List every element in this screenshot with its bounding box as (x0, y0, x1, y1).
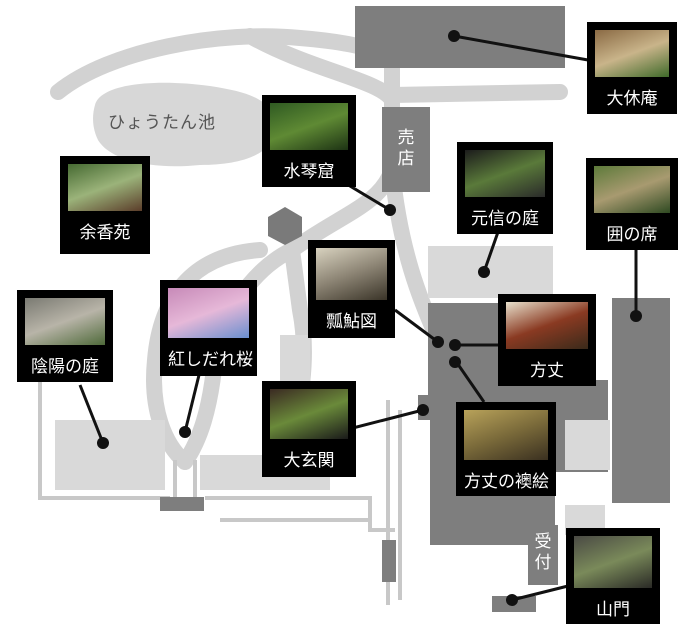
dot-daikyuan (448, 30, 460, 42)
hexagon-marker (268, 207, 302, 245)
photo-sanmon (574, 536, 652, 588)
dot-fusumae (449, 356, 461, 368)
card-kakoinoseki[interactable]: 囲の席 (586, 158, 678, 250)
dot-hyonenzu (432, 336, 444, 348)
card-suikinkutsu[interactable]: 水琴窟 (262, 95, 356, 187)
pond (93, 82, 276, 167)
label-daigenkan: 大玄関 (283, 451, 335, 471)
photo-onmyo (25, 298, 105, 345)
building-reception (528, 525, 558, 585)
photo-daigenkan (270, 389, 348, 439)
dot-sanmon (506, 594, 518, 606)
card-onmyo[interactable]: 陰陽の庭 (17, 290, 113, 382)
card-sanmon[interactable]: 山門 (566, 528, 660, 624)
label-kakoinoseki: 囲の席 (606, 225, 658, 245)
photo-genshin (465, 150, 545, 197)
label-genshin: 元信の庭 (471, 209, 539, 229)
card-fusumae[interactable]: 方丈の襖絵 (456, 402, 556, 496)
label-fusumae: 方丈の襖絵 (464, 472, 549, 492)
label-daikyuan: 大休庵 (606, 89, 658, 109)
label-sanmon: 山門 (596, 600, 630, 620)
building-shop (382, 107, 430, 192)
shop-label: 売店 (397, 128, 415, 169)
photo-suikinkutsu (270, 103, 348, 150)
dot-hojo (449, 339, 461, 351)
pond-label: ひょうたん池 (108, 113, 216, 133)
dot-benishidare (179, 426, 191, 438)
dot-suikinkutsu (384, 204, 396, 216)
label-yokoen: 余香苑 (79, 223, 131, 243)
label-hojo: 方丈 (530, 361, 564, 381)
dot-onmyo (97, 437, 109, 449)
card-yokoen[interactable]: 余香苑 (60, 156, 150, 254)
label-suikinkutsu: 水琴窟 (283, 162, 335, 182)
dot-daigenkan (417, 404, 429, 416)
photo-hyonenzu (316, 248, 387, 300)
label-onmyo: 陰陽の庭 (31, 357, 99, 377)
card-hyonenzu[interactable]: 瓢鮎図 (308, 240, 395, 338)
label-benishidare: 紅しだれ桜 (168, 350, 253, 370)
label-hyonenzu: 瓢鮎図 (326, 312, 377, 332)
reception-label: 受付 (534, 532, 552, 573)
dot-genshin (478, 266, 490, 278)
card-daigenkan[interactable]: 大玄関 (262, 381, 356, 477)
photo-hojo (506, 302, 588, 349)
photo-yokoen (68, 164, 142, 211)
photo-benishidare (168, 288, 249, 338)
photo-fusumae (464, 410, 548, 460)
card-benishidare[interactable]: 紅しだれ桜 (160, 280, 257, 376)
card-genshin[interactable]: 元信の庭 (457, 142, 553, 234)
card-daikyuan[interactable]: 大休庵 (587, 22, 677, 114)
photo-kakoinoseki (594, 166, 670, 213)
building-right (612, 298, 670, 503)
dot-kakoinoseki (630, 310, 642, 322)
card-hojo[interactable]: 方丈 (498, 294, 596, 386)
photo-daikyuan (595, 30, 669, 77)
